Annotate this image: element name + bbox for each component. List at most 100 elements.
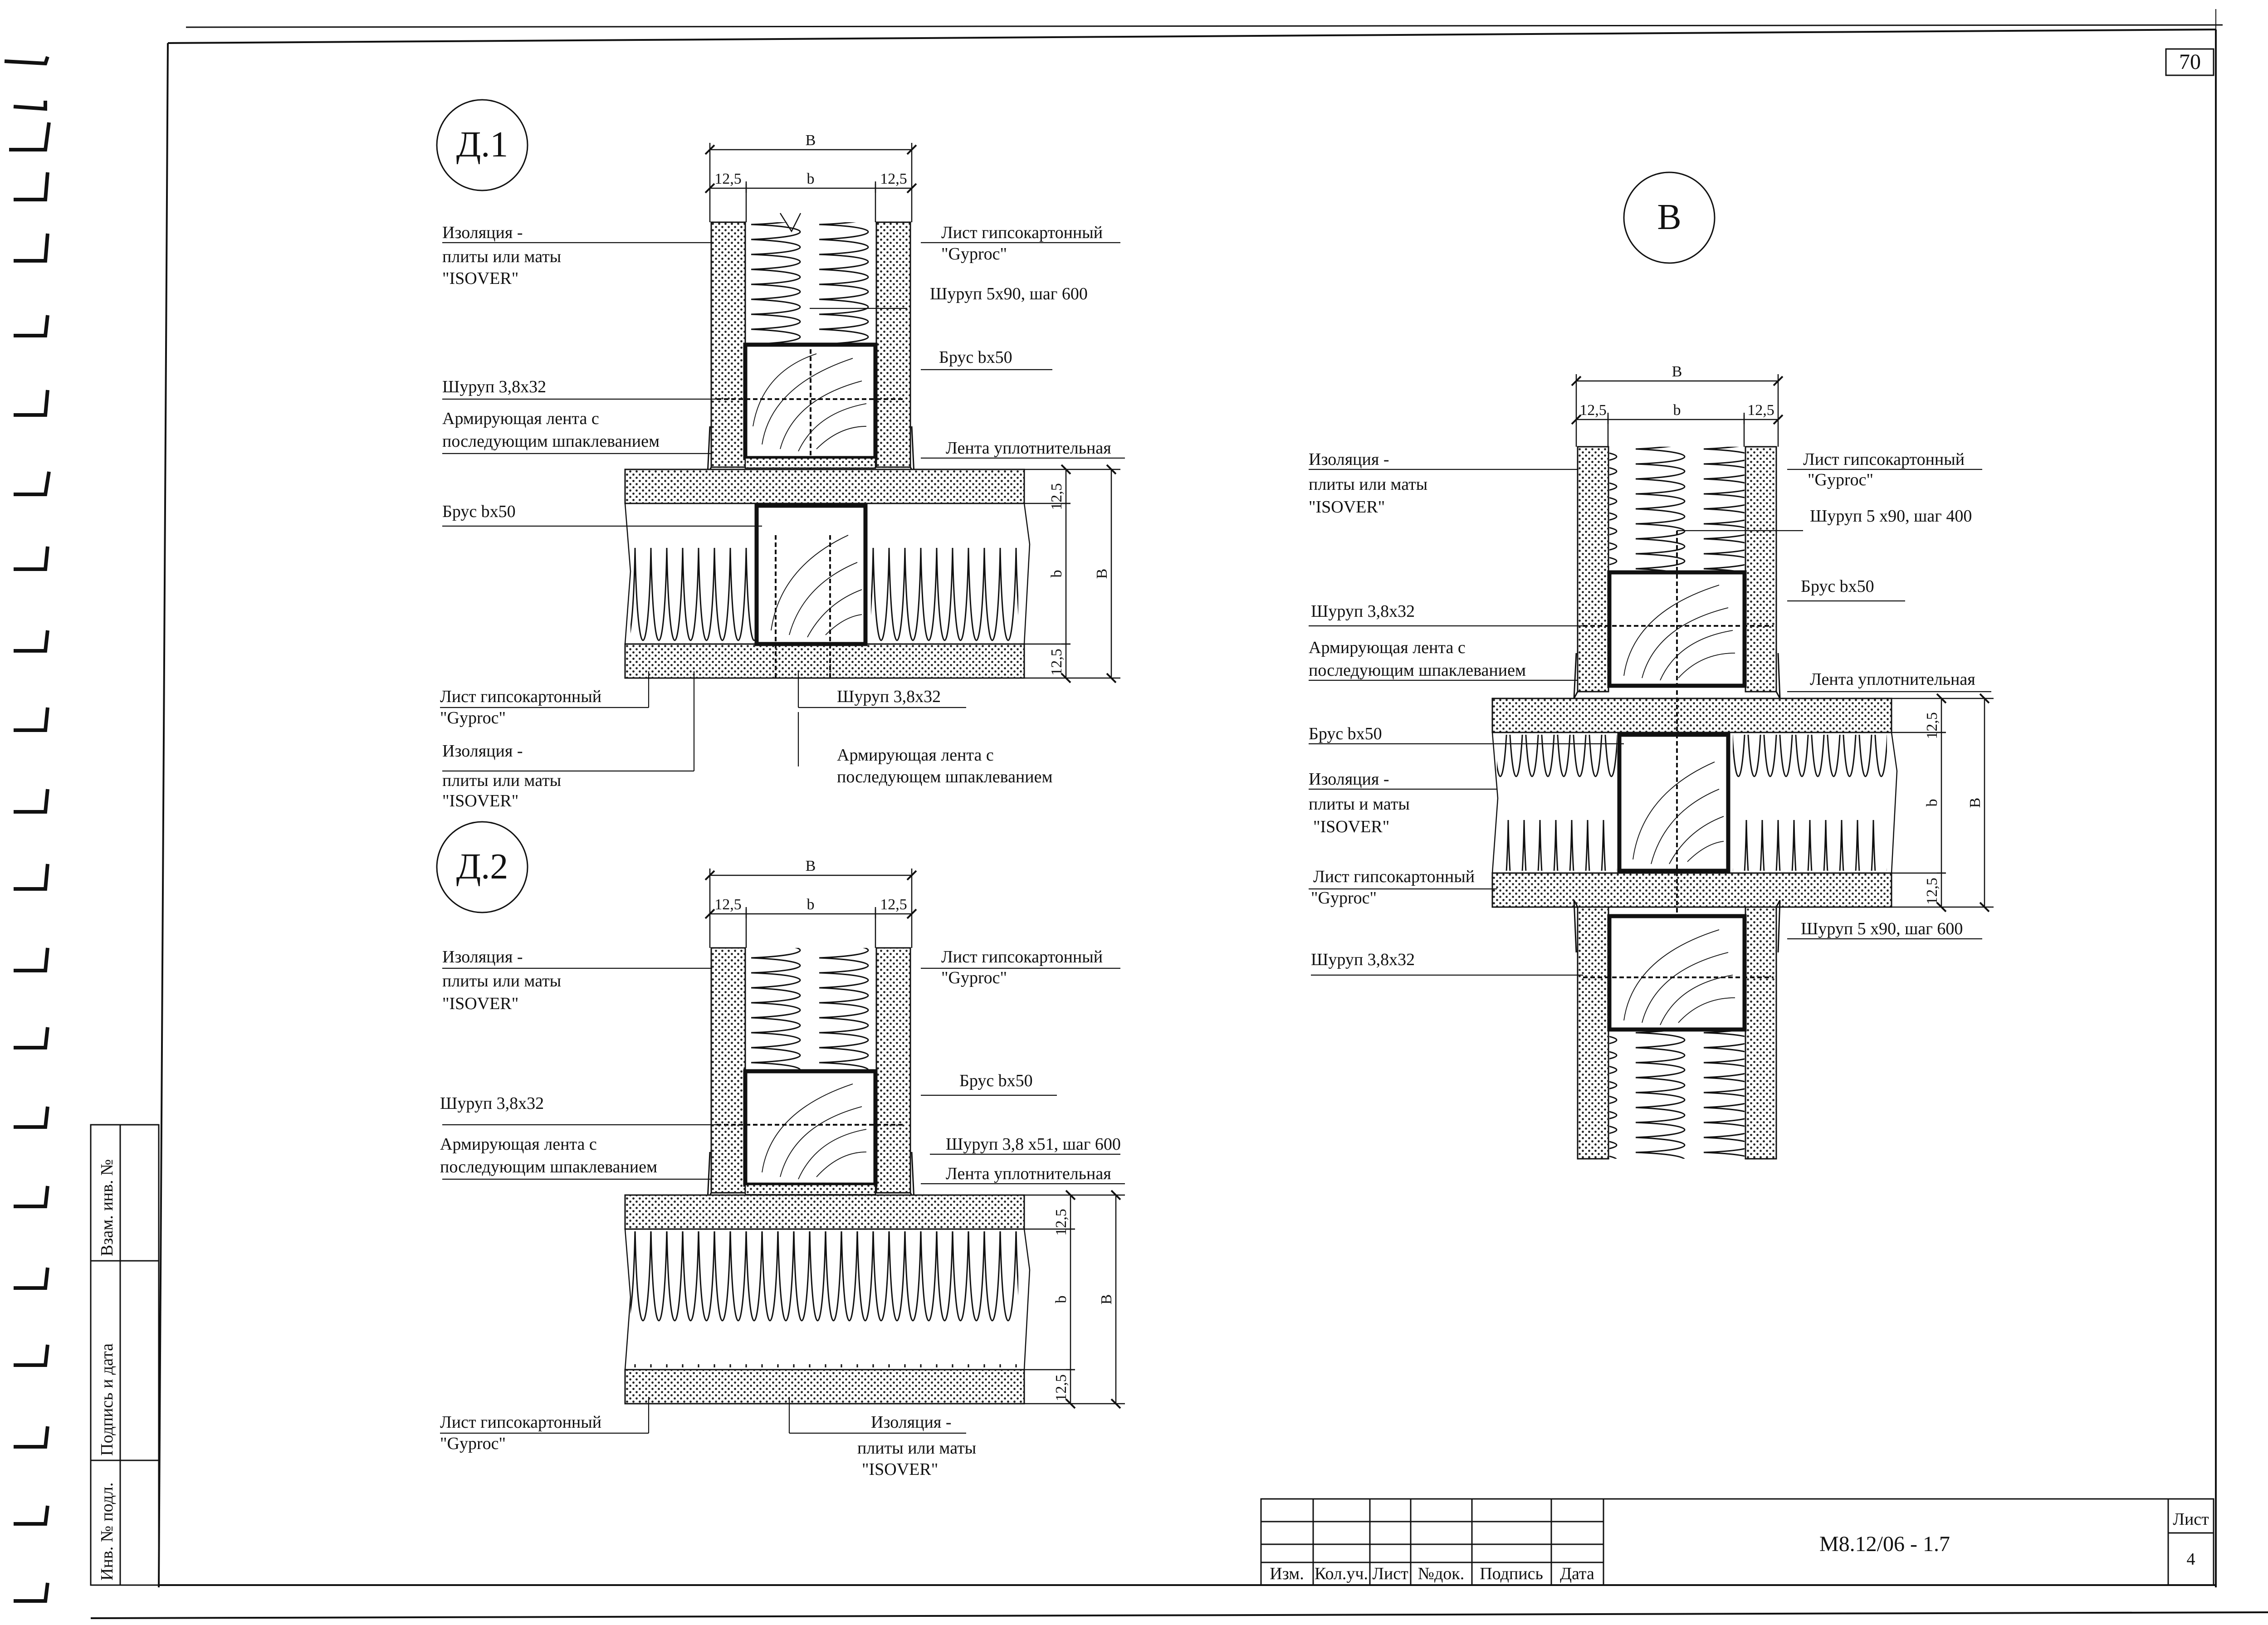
v-label-insul-tl-2: плиты или маты — [1309, 475, 1427, 494]
d2-dim-B-v: B — [1098, 1294, 1115, 1305]
v-label-seal: Лента уплотнительная — [1810, 670, 1975, 689]
v-label-gyp-tr-2: "Gyproc" — [1808, 470, 1873, 489]
d2-label-insul-tl-2: плиты или маты — [442, 971, 561, 991]
tb-header-ndok: №док. — [1418, 1564, 1465, 1583]
d1-dim-B-v: B — [1094, 569, 1110, 579]
v-dim-B: B — [1672, 363, 1682, 380]
d1-dim-b: b — [807, 171, 815, 187]
d2-label-gyp-tr-2: "Gyproc" — [941, 968, 1007, 987]
d2-label-tape-l-1: Армирующая лента с — [440, 1135, 597, 1154]
d1-label-insul-bl-2: плиты или маты — [442, 771, 561, 790]
d1-label-gyp-bl-1: Лист гипсокартонный — [440, 687, 601, 706]
v-label-screw-590-600: Шуруп 5 х90, шаг 600 — [1801, 919, 1963, 938]
d1-label-brus-r: Брус bх50 — [939, 348, 1012, 367]
v-label-screw-38-b: Шуруп 3,8х32 — [1311, 950, 1415, 969]
v-label-brus-r: Брус bх50 — [1801, 577, 1874, 596]
d1-label-insul-tl-3: "ISOVER" — [442, 269, 518, 288]
d1-label-gyp-tr-1: Лист гипсокартонный — [941, 223, 1103, 242]
v-label-insul-ml-2: плиты и маты — [1309, 795, 1410, 814]
d1-label-brus-l: Брус bх50 — [442, 502, 516, 521]
d1-dim-b-v: b — [1048, 570, 1065, 578]
d1-dim-side-l: 12,5 — [714, 171, 742, 187]
v-label-screw-38: Шуруп 3,8х32 — [1311, 602, 1415, 621]
detail-d1: Д.1 B 12,5 b 12,5 — [436, 99, 1125, 810]
v-dim-B-v: B — [1967, 798, 1984, 808]
v-label-insul-ml-3: "ISOVER" — [1313, 817, 1389, 836]
tb-header-podpis: Подпись — [1480, 1564, 1543, 1583]
d1-label-insul-tl-1: Изоляция - — [442, 223, 523, 242]
d1-dim-side-r: 12,5 — [880, 171, 907, 187]
v-dim-b: b — [1673, 402, 1681, 419]
d1-dim-B: B — [806, 132, 816, 149]
list-label: Лист — [2173, 1510, 2209, 1529]
list-number: 4 — [2187, 1550, 2195, 1569]
d2-label-insul-b-3: "ISOVER" — [862, 1460, 938, 1479]
d2-dim-B: B — [806, 858, 816, 874]
d1-dim-side-b: 12,5 — [1048, 649, 1065, 676]
tb-header-list: Лист — [1372, 1564, 1408, 1583]
v-label-insul-ml-1: Изоляция - — [1309, 770, 1389, 789]
d2-label-insul-b-2: плиты или маты — [857, 1439, 976, 1458]
detail-d1-marker — [436, 99, 528, 191]
d2-label-tape-l-2: последующим шпаклеванием — [440, 1157, 657, 1176]
d1-label-seal: Лента уплотнительная — [946, 439, 1111, 458]
d2-dim-side-t: 12,5 — [1053, 1209, 1070, 1236]
tb-header-izm: Изм. — [1270, 1564, 1304, 1583]
d1-dim-side-t: 12,5 — [1048, 483, 1065, 510]
v-label-screw-590-400: Шуруп 5 х90, шаг 400 — [1810, 507, 1972, 526]
d1-label-tape-b-2: последующем шпаклеванием — [837, 767, 1053, 786]
tb-header-koluch: Кол.уч. — [1315, 1564, 1368, 1583]
binding-marks — [4, 56, 51, 1603]
v-label-tape-1: Армирующая лента с — [1309, 638, 1466, 657]
detail-v-id: В — [1657, 197, 1681, 237]
v-label-tape-2: последующим шпаклеванием — [1309, 661, 1526, 680]
d2-dim-b: b — [807, 896, 815, 913]
v-dim-side-t: 12,5 — [1924, 712, 1941, 739]
v-dim-b-v: b — [1924, 799, 1941, 807]
detail-d2-marker — [436, 821, 528, 913]
detail-v-marker — [1623, 171, 1716, 264]
title-block — [1260, 1498, 2214, 1586]
detail-v: В B 12,5 b 12,5 — [1309, 171, 1994, 1160]
d2-dim-side-l: 12,5 — [714, 896, 742, 913]
d1-label-screw-590: Шуруп 5х90, шаг 600 — [930, 284, 1088, 303]
d2-label-gyp-bl-1: Лист гипсокартонный — [440, 1413, 601, 1432]
d2-label-brus-r: Брус bх50 — [959, 1071, 1033, 1090]
d2-label-gyp-tr-1: Лист гипсокартонный — [941, 947, 1103, 966]
d2-label-screw-351: Шуруп 3,8 х51, шаг 600 — [946, 1135, 1121, 1154]
stamp-vzam-label: Взам. инв. № — [98, 1159, 117, 1256]
drawing-code: М8.12/06 - 1.7 — [1819, 1532, 1950, 1556]
v-label-gyp-tr-1: Лист гипсокартонный — [1803, 450, 1965, 469]
d2-label-screw-38-l: Шуруп 3,8х32 — [440, 1094, 544, 1113]
d1-label-tape-b-1: Армирующая лента с — [837, 746, 994, 765]
v-dim-side-b: 12,5 — [1924, 878, 1941, 905]
v-label-brus-l: Брус bх50 — [1309, 724, 1382, 743]
v-dim-side-r: 12,5 — [1747, 402, 1774, 419]
d1-label-tape-l-1: Армирующая лента с — [442, 409, 599, 428]
d2-label-insul-tl-3: "ISOVER" — [442, 994, 518, 1013]
d1-label-gyp-bl-2: "Gyproc" — [440, 708, 506, 727]
d1-label-screw-38-b: Шуруп 3,8х32 — [837, 687, 941, 706]
stamp-sign-date-label: Подпись и дата — [98, 1343, 117, 1456]
d2-dim-side-b: 12,5 — [1053, 1374, 1070, 1401]
v-label-gyp-ml-1: Лист гипсокартонный — [1313, 867, 1475, 886]
stamp-inv-label: Инв. № подл. — [98, 1482, 117, 1581]
sheet-frame — [90, 9, 2268, 1619]
d1-label-screw-38-l: Шуруп 3,8х32 — [442, 377, 546, 396]
d2-label-insul-tl-1: Изоляция - — [442, 947, 523, 966]
page-number: 70 — [2179, 50, 2201, 74]
detail-d2: Д.2 B 12,5 b 12,5 — [436, 821, 1125, 1479]
v-label-insul-tl-3: "ISOVER" — [1309, 498, 1385, 517]
d2-dim-side-r: 12,5 — [880, 896, 907, 913]
d2-dim-b-v: b — [1053, 1296, 1070, 1303]
d1-label-insul-bl-3: "ISOVER" — [442, 791, 518, 810]
page-number-box: 70 — [2165, 48, 2214, 76]
v-label-insul-tl-1: Изоляция - — [1309, 450, 1389, 469]
v-label-gyp-ml-2: "Gyproc" — [1311, 888, 1377, 908]
side-stamp — [90, 1124, 160, 1586]
d1-label-insul-bl-1: Изоляция - — [442, 742, 523, 761]
d2-label-insul-b-1: Изоляция - — [871, 1413, 951, 1432]
d2-label-gyp-bl-2: "Gyproc" — [440, 1434, 506, 1453]
d1-label-insul-tl-2: плиты или маты — [442, 247, 561, 266]
